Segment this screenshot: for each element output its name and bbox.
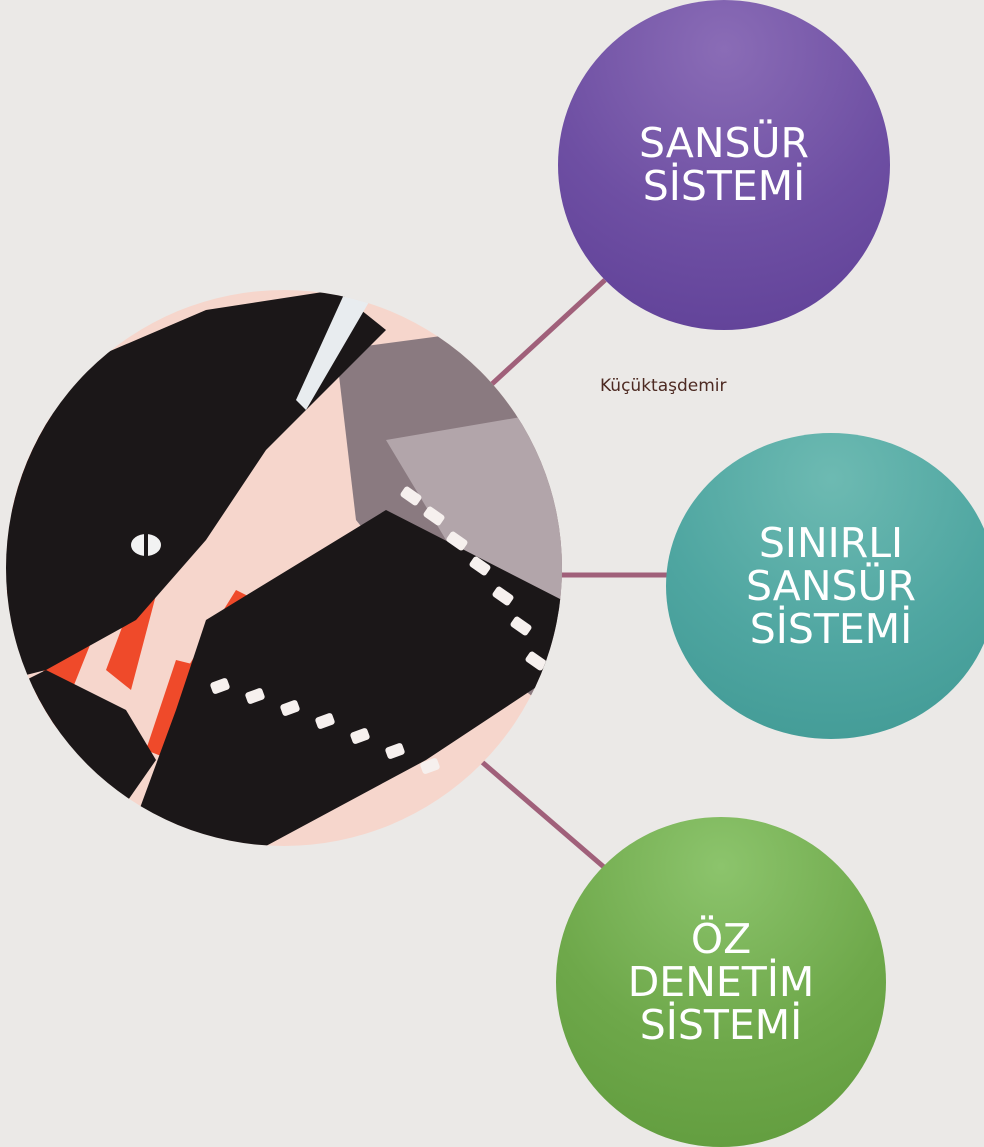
node-sinirli-sansur-sistemi-label: SINIRLI SANSÜR SİSTEMİ — [746, 522, 916, 651]
node-oz-denetim-sistemi: ÖZ DENETİM SİSTEMİ — [556, 817, 886, 1147]
node-oz-denetim-sistemi-label: ÖZ DENETİM SİSTEMİ — [628, 918, 815, 1047]
node-sansur-sistemi: SANSÜR SİSTEMİ — [558, 0, 890, 330]
author-credit: Küçüktaşdemir — [600, 376, 727, 396]
node-sansur-sistemi-label: SANSÜR SİSTEMİ — [639, 122, 809, 208]
film-clapper-image — [6, 290, 562, 846]
node-sinirli-sansur-sistemi: SINIRLI SANSÜR SİSTEMİ — [666, 433, 984, 739]
